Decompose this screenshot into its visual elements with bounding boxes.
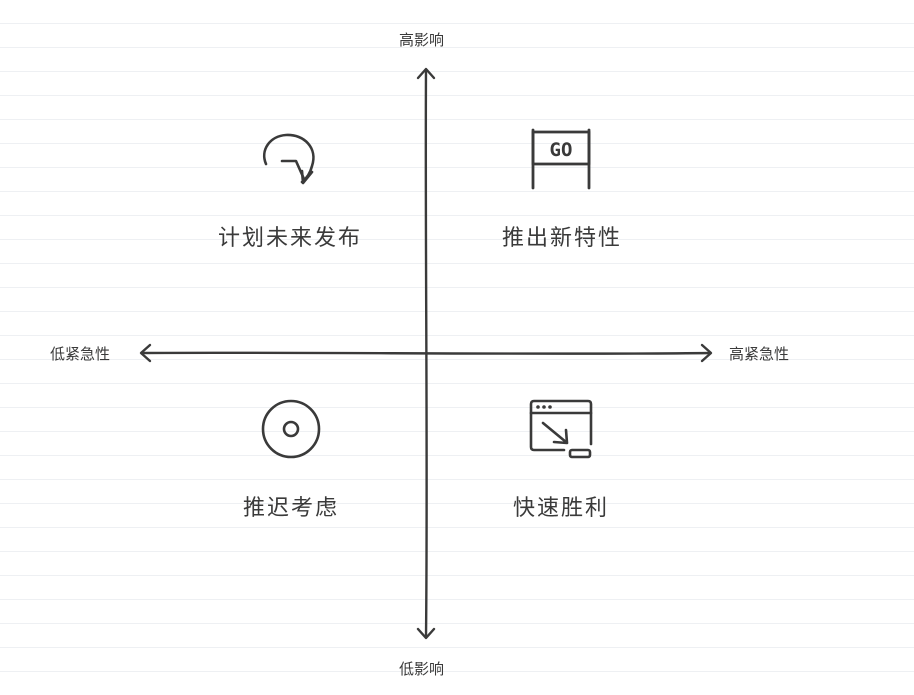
top-arrowhead: [416, 67, 436, 80]
browser-download-icon: [529, 399, 593, 459]
quadrant-label-top-left: 计划未来发布: [217, 226, 363, 251]
right-arrowhead: [700, 343, 713, 363]
horizontal-axis-line: [140, 351, 712, 355]
go-sign-text: GO: [550, 139, 573, 161]
quadrant-label-bottom-right: 快速胜利: [512, 496, 610, 521]
axis-label-bottom: 低影响: [399, 660, 445, 678]
axis-label-top: 高影响: [399, 31, 445, 49]
quadrant-label-bottom-left: 推迟考虑: [242, 496, 340, 521]
go-sign-icon: GO: [531, 128, 591, 190]
axis-label-right: 高紧急性: [729, 345, 790, 363]
bottom-arrowhead: [416, 627, 436, 640]
left-arrowhead: [139, 343, 152, 363]
quadrant-label-top-right: 推出新特性: [501, 226, 623, 251]
axis-label-left: 低紧急性: [50, 345, 111, 363]
target-icon: [261, 399, 321, 459]
vertical-axis-line: [424, 68, 428, 639]
rotate-arrow-icon: [263, 133, 315, 185]
